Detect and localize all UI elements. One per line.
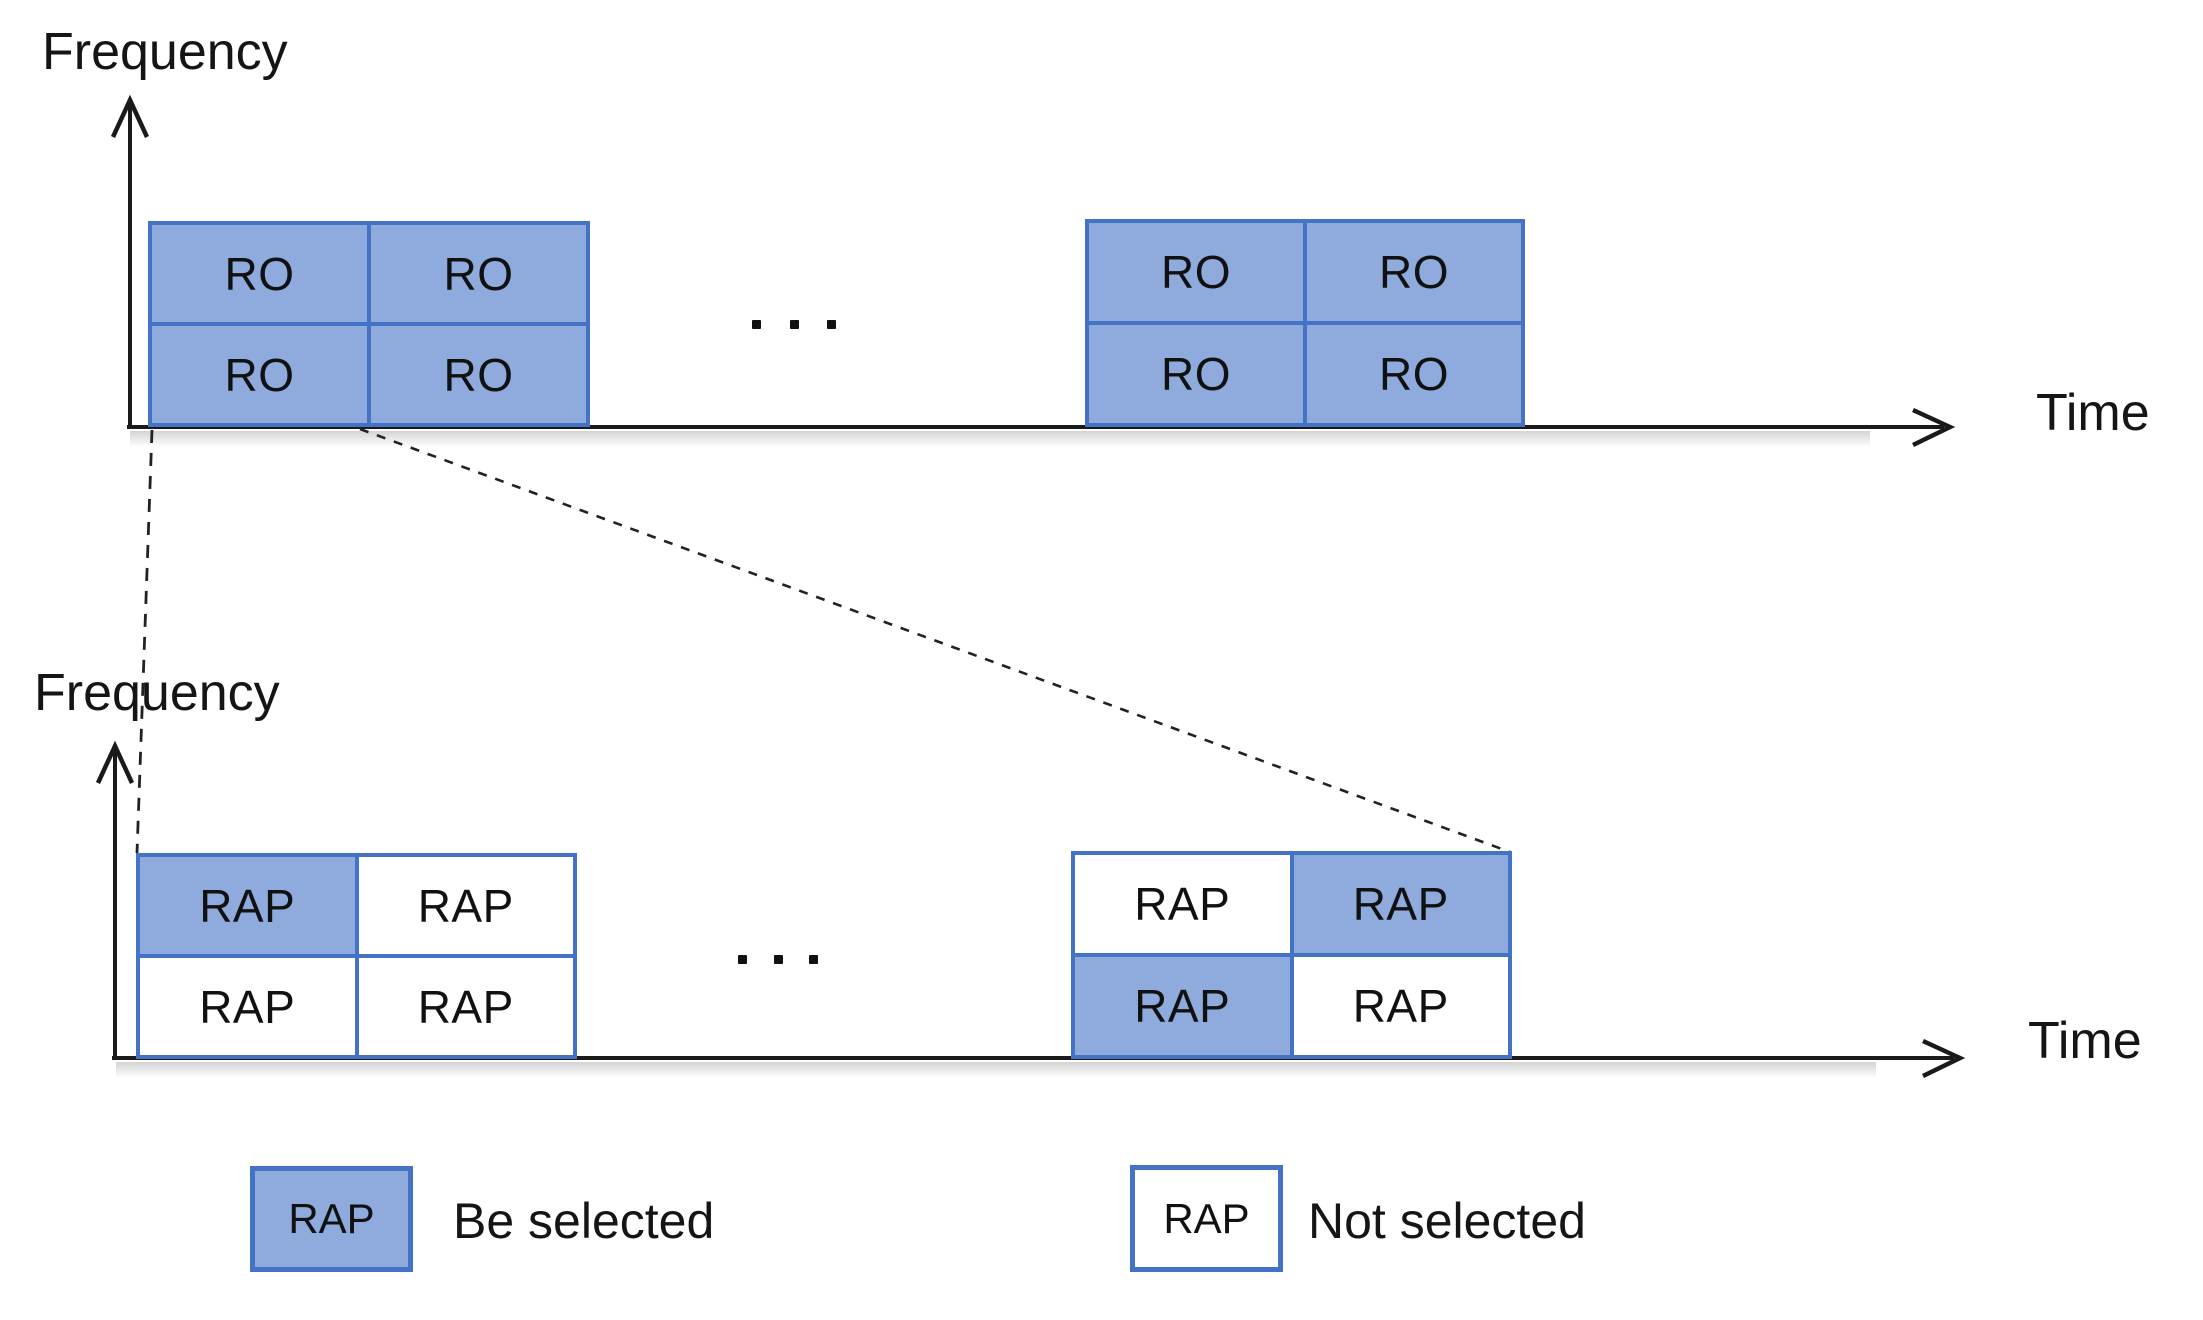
legend-selected-text: Be selected	[453, 1193, 715, 1249]
rap-cell-label: RAP	[199, 980, 296, 1033]
ro-cell-label: RO	[224, 348, 295, 401]
legend-not-selected-swatch-label: RAP	[1163, 1194, 1250, 1242]
ro-cell: RO	[1089, 325, 1303, 423]
rap-cell-label: RAP	[1134, 878, 1231, 930]
ro-cell: RO	[1089, 223, 1303, 321]
ro-cell-label: RO	[224, 247, 295, 300]
bottom-x-arrowhead-icon	[1922, 1038, 1966, 1079]
ellipsis-dot	[809, 955, 818, 964]
legend-selected-swatch-label: RAP	[288, 1195, 375, 1242]
ro-cell: RO	[152, 326, 367, 423]
bottom-time-label: Time	[2028, 1012, 2142, 1070]
ro-group-1: RO RO RO RO	[148, 221, 590, 427]
rap-group-2: RAP RAP RAP RAP	[1071, 851, 1512, 1059]
rap-cell: RAP	[358, 958, 573, 1055]
top-x-arrowhead-icon	[1912, 407, 1956, 448]
top-axis-shadow	[130, 431, 1870, 447]
rap-cell: RAP	[1075, 957, 1290, 1055]
rap-cell: RAP	[1293, 855, 1508, 953]
ro-cell: RO	[1307, 325, 1521, 423]
rap-cell-label: RAP	[417, 879, 514, 932]
ellipsis-dot	[752, 320, 761, 329]
top-frequency-label: Frequency	[42, 23, 288, 81]
rap-cell: RAP	[1293, 957, 1508, 1055]
ro-cell-label: RO	[1161, 246, 1231, 298]
ellipsis-dot	[827, 320, 836, 329]
rap-cell-label: RAP	[1134, 980, 1231, 1032]
legend-not-selected-text: Not selected	[1308, 1193, 1586, 1249]
ro-cell-label: RO	[443, 348, 514, 401]
ro-cell-label: RO	[1379, 246, 1449, 298]
dashed-connector-left	[135, 429, 154, 854]
bottom-frequency-label: Frequency	[34, 664, 280, 722]
ro-cell: RO	[152, 225, 367, 322]
ro-cell: RO	[371, 326, 586, 423]
zoom-connectors	[135, 427, 1511, 854]
bottom-ellipsis	[738, 955, 818, 964]
ro-cell-label: RO	[443, 247, 514, 300]
ro-cell: RO	[1307, 223, 1521, 321]
rap-cell-label: RAP	[1352, 980, 1449, 1032]
ro-cell: RO	[371, 225, 586, 322]
rap-cell: RAP	[140, 857, 355, 954]
rap-cell: RAP	[358, 857, 573, 954]
rap-group-1: RAP RAP RAP RAP	[136, 853, 577, 1059]
ellipsis-dot	[773, 955, 783, 964]
top-time-label: Time	[2036, 384, 2150, 442]
rap-cell: RAP	[1075, 855, 1290, 953]
ro-cell-label: RO	[1161, 348, 1231, 400]
ro-group-2: RO RO RO RO	[1085, 219, 1525, 427]
ellipsis-dot	[738, 955, 747, 964]
ellipsis-dot	[789, 320, 799, 329]
rap-cell-label: RAP	[417, 980, 514, 1033]
rap-cell-label: RAP	[199, 879, 296, 932]
bottom-axis-shadow	[116, 1062, 1876, 1078]
legend-selected-swatch: RAP	[250, 1166, 413, 1272]
dashed-connector-diagonal	[359, 427, 1511, 854]
legend-not-selected-swatch: RAP	[1130, 1165, 1283, 1272]
bottom-y-arrowhead-icon	[95, 740, 135, 784]
top-y-arrowhead-icon	[110, 94, 150, 138]
rap-cell-label: RAP	[1352, 878, 1449, 930]
top-axes	[110, 94, 1956, 448]
ro-cell-label: RO	[1379, 348, 1449, 400]
top-ellipsis	[752, 320, 836, 329]
rap-cell: RAP	[140, 958, 355, 1055]
